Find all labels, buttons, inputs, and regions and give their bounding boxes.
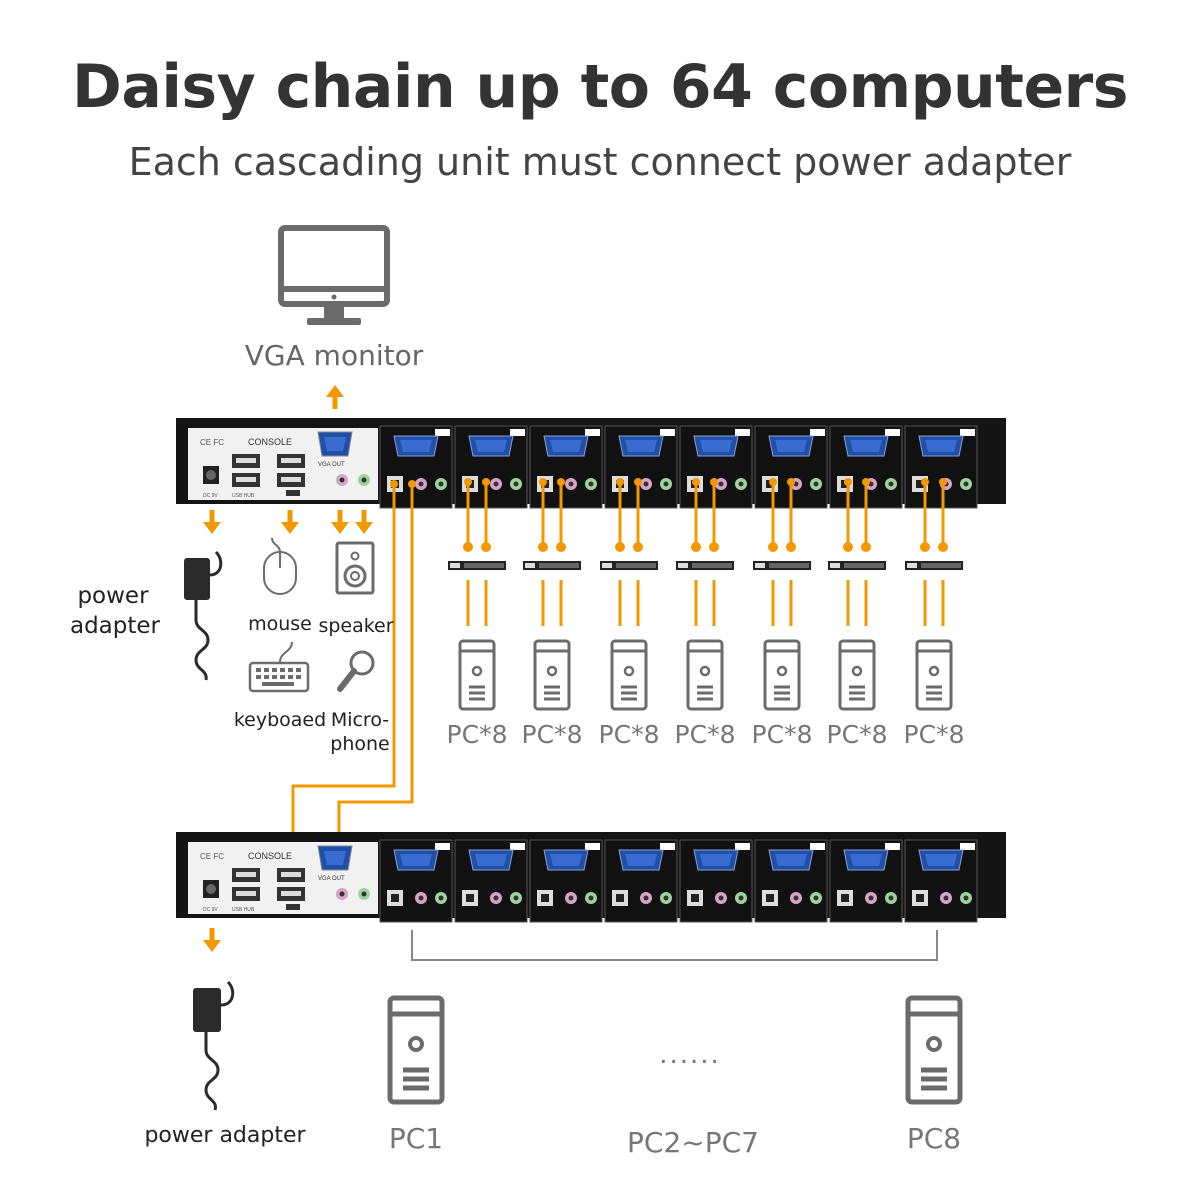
kvm-cable-connector-1 <box>448 561 506 570</box>
ports-bracket <box>411 930 938 961</box>
pc1-label: PC1 <box>388 1122 444 1155</box>
computer-icon-7 <box>915 639 953 711</box>
kvm-cable-connector-2 <box>523 561 581 570</box>
kvm-cable-connector-6 <box>828 561 886 570</box>
pc-cables <box>448 478 963 626</box>
mouse-icon <box>263 537 297 595</box>
microphone-label-line1: Micro- <box>330 709 390 731</box>
power-adapter-icon <box>184 550 223 681</box>
pc2-pc7-label: PC2~PC7 <box>627 1126 759 1159</box>
speaker-arrow-icon <box>331 510 349 534</box>
top-pc-label-2: PC*8 <box>521 720 583 749</box>
top-pc-label-7: PC*8 <box>903 720 965 749</box>
pc1-icon <box>390 998 442 1102</box>
kvm-cable-connector-3 <box>600 561 658 570</box>
power-arrow-icon <box>203 510 221 534</box>
speaker-icon <box>335 541 375 595</box>
top-pc-label-3: PC*8 <box>598 720 660 749</box>
computer-icon-5 <box>763 639 801 711</box>
top-pc-label-1: PC*8 <box>446 720 508 749</box>
microphone-icon <box>337 650 375 692</box>
top-pc-label-6: PC*8 <box>826 720 888 749</box>
computer-icon-2 <box>533 639 571 711</box>
ellipsis-label: ...... <box>659 1040 721 1070</box>
computer-icon-1 <box>458 639 496 711</box>
keyboard-label: keyboaed <box>233 709 327 731</box>
pc8-icon <box>908 998 960 1102</box>
vga-monitor-label: VGA monitor <box>244 339 424 372</box>
mouse-label: mouse <box>248 613 312 635</box>
page-title: Daisy chain up to 64 computers <box>72 52 1128 122</box>
top-pc-label-5: PC*8 <box>751 720 813 749</box>
kvm-cable-connector-7 <box>905 561 963 570</box>
bottom-power-adapter-label: power adapter <box>144 1123 306 1148</box>
monitor-arrow-icon <box>326 385 344 409</box>
keyboard-icon <box>248 641 310 693</box>
top-pc-label-4: PC*8 <box>674 720 736 749</box>
kvm-cable-connector-4 <box>676 561 734 570</box>
bottom-power-adapter-icon <box>193 980 235 1111</box>
power-adapter-label-line2: adapter <box>69 613 160 639</box>
top-kvm-switch <box>176 418 1006 508</box>
vga-monitor-icon <box>278 225 390 325</box>
speaker-label: speaker <box>318 615 394 637</box>
computer-icon-4 <box>686 639 724 711</box>
computer-icon-3 <box>610 639 648 711</box>
kvm-cable-connector-5 <box>753 561 811 570</box>
pc8-label: PC8 <box>906 1122 962 1155</box>
mic-arrow-icon <box>355 510 373 534</box>
mouse-arrow-icon <box>281 510 299 534</box>
top-pc-icons <box>458 639 953 711</box>
page-subtitle: Each cascading unit must connect power a… <box>128 140 1072 184</box>
microphone-label-line2: phone <box>330 733 390 755</box>
power-adapter-label-line1: power <box>77 583 149 609</box>
bottom-kvm-switch <box>176 832 1006 922</box>
bottom-power-arrow-icon <box>203 928 221 952</box>
computer-icon-6 <box>838 639 876 711</box>
